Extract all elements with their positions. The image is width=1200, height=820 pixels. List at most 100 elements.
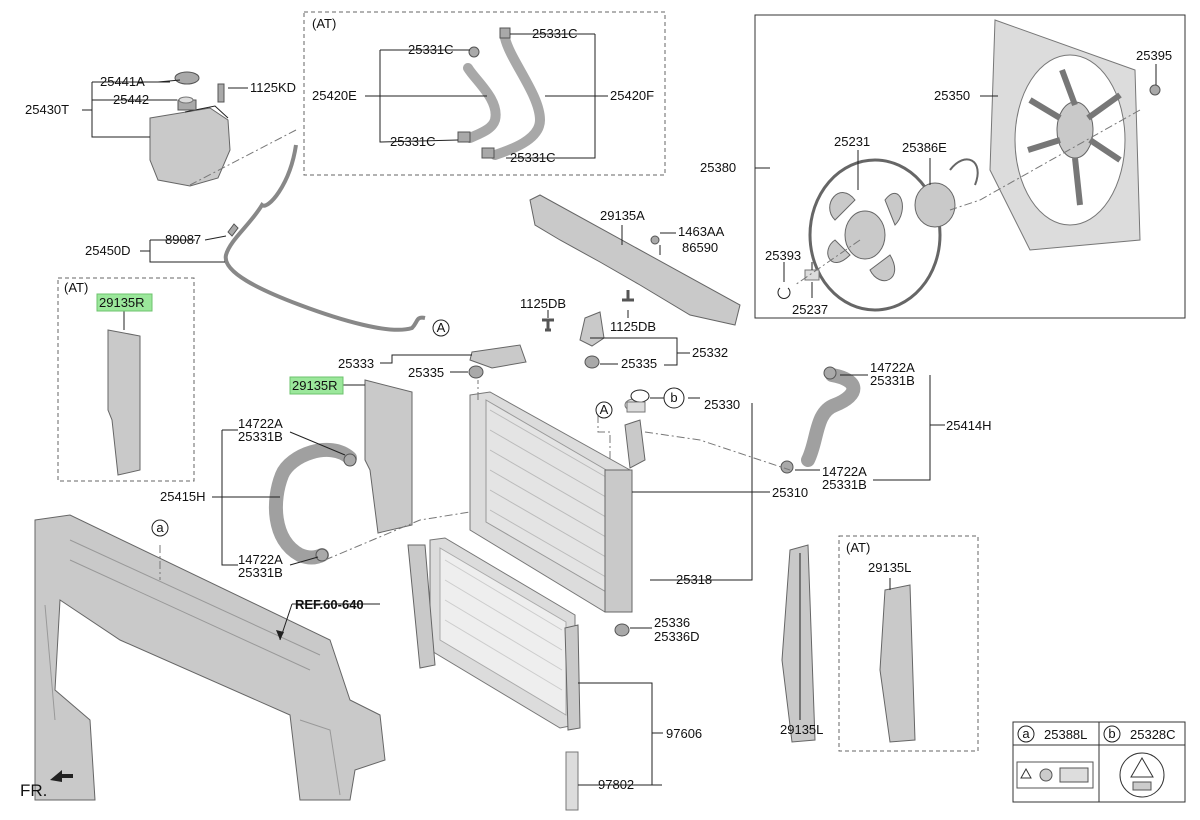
label-25336: 25336 [654, 615, 690, 630]
upper-hose [801, 368, 861, 467]
highlight-29135r-at [96, 293, 153, 312]
label-14722a-b: 14722A [822, 464, 867, 479]
label-25336d: 25336D [654, 629, 700, 644]
label-25450d: 25450D [85, 243, 131, 258]
leader-lines [82, 33, 1157, 786]
at-guard-left-box [57, 277, 195, 482]
bracket-25332 [579, 311, 605, 347]
highlight-29135r [289, 376, 344, 395]
callout-A-radiator: A [595, 401, 613, 419]
label-29135r-at: 29135R [99, 295, 145, 310]
label-25442: 25442 [113, 92, 149, 107]
label-29135a: 29135A [600, 208, 645, 223]
fan-blade [777, 158, 979, 312]
label-25331b-b: 25331B [822, 477, 867, 492]
legend-table: a 25388L b 25328C [1012, 721, 1186, 803]
label-25414h: 25414H [946, 418, 992, 433]
label-29135l: 29135L [780, 722, 823, 737]
cap-label-icon [1119, 752, 1165, 798]
label-25237: 25237 [792, 302, 828, 317]
part-labels: 25441A 25442 1125KD 25430T 25331C 25331C… [20, 26, 1172, 800]
fan-assembly-box [754, 14, 1186, 319]
label-25335-a: 25335 [408, 365, 444, 380]
label-25331c-c: 25331C [390, 134, 436, 149]
label-25331b-a: 25331B [870, 373, 915, 388]
fan-shroud [989, 19, 1161, 251]
label-25335-b: 25335 [621, 356, 657, 371]
legend-a-letter: a [1022, 726, 1030, 741]
label-29135l-at: 29135L [868, 560, 911, 575]
lower-hose [268, 442, 357, 565]
label-25420f: 25420F [610, 88, 654, 103]
label-25332: 25332 [692, 345, 728, 360]
label-25350: 25350 [934, 88, 970, 103]
bracket-25333 [469, 344, 527, 369]
overflow-hose [223, 144, 426, 332]
label-25395: 25395 [1136, 48, 1172, 63]
label-25331c-b: 25331C [532, 26, 578, 41]
label-25318: 25318 [676, 572, 712, 587]
legend-b-part: 25328C [1130, 727, 1176, 742]
at-guard-right-box [838, 535, 979, 752]
condenser [407, 537, 581, 811]
legend-a-part: 25388L [1044, 727, 1087, 742]
label-97606: 97606 [666, 726, 702, 741]
clip-89087 [227, 223, 239, 237]
label-1125kd: 1125KD [250, 80, 296, 95]
label-ref: REF.60-640 [295, 597, 364, 612]
section-at-top: (AT) [312, 16, 336, 31]
air-guard-29135l [781, 544, 816, 743]
label-14722a-a: 14722A [870, 360, 915, 375]
label-25393: 25393 [765, 248, 801, 263]
front-arrow-icon [50, 770, 73, 782]
label-1125db-a: 1125DB [520, 296, 566, 311]
label-1463aa: 1463AA [678, 224, 725, 239]
fan-motor [914, 182, 956, 228]
bolt-1125db-b [622, 290, 634, 302]
insulator-25335-a [468, 365, 484, 379]
air-guard-29135r [364, 379, 413, 534]
bolt-1125kd [217, 83, 225, 103]
label-25420e: 25420E [312, 88, 357, 103]
callout-a-panel: a [151, 519, 169, 537]
reservoir-tank [149, 71, 231, 187]
air-guard-29135l-at [879, 584, 916, 743]
legend-b-letter: b [1108, 726, 1115, 741]
callout-b-cap: b [626, 387, 685, 413]
air-guard-29135r-at [107, 329, 141, 476]
label-25430t: 25430T [25, 102, 69, 117]
label-25331b-c: 25331B [238, 429, 283, 444]
label-25333: 25333 [338, 356, 374, 371]
insulator-25335-b [584, 355, 600, 369]
bolt-25395 [1149, 84, 1161, 96]
label-25331c-a: 25331C [408, 42, 454, 57]
label-25231: 25231 [834, 134, 870, 149]
assembly-lines [159, 109, 1141, 580]
label-14722a-c: 14722A [238, 416, 283, 431]
front-panel [34, 514, 386, 801]
insulator-25336 [614, 623, 630, 637]
drier-97802 [565, 751, 579, 811]
label-fr: FR. [20, 781, 47, 800]
svg-text:A: A [600, 402, 609, 417]
nut-25393 [777, 287, 791, 299]
label-86590: 86590 [682, 240, 718, 255]
label-97802: 97802 [598, 777, 634, 792]
at-hoses [457, 27, 546, 160]
section-at-left: (AT) [64, 280, 88, 295]
label-25380: 25380 [700, 160, 736, 175]
at-hose-group-box [303, 11, 666, 176]
label-89087: 89087 [165, 232, 201, 247]
label-25386e: 25386E [902, 140, 947, 155]
reservoir-cap [174, 71, 200, 85]
bolt-1125db-a [542, 318, 554, 332]
section-at-right: (AT) [846, 540, 870, 555]
svg-text:a: a [156, 520, 164, 535]
label-25310: 25310 [772, 485, 808, 500]
label-25330: 25330 [704, 397, 740, 412]
label-1125db-b: 1125DB [610, 319, 656, 334]
label-14722a-d: 14722A [238, 552, 283, 567]
callout-A-hose: A [432, 319, 450, 337]
